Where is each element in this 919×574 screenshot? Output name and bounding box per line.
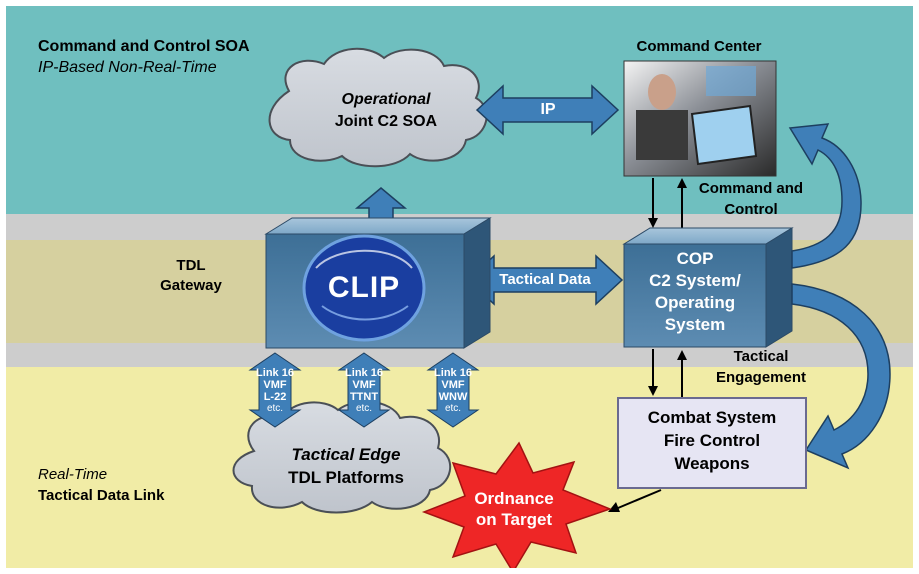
tactical-data-arrow-label: Tactical Data (499, 271, 591, 288)
link-1-line-4: etc. (266, 403, 284, 414)
cop-label-4: System (664, 315, 726, 334)
link-3-line-3: WNW (438, 391, 468, 403)
link-label-3: Link 16 VMF WNW etc. (428, 367, 478, 415)
tdl-gateway-label-1: TDL (176, 257, 206, 274)
link-2-line-3: TTNT (349, 391, 379, 403)
tdl-gateway-label-2: Gateway (160, 277, 222, 294)
cop-label-3: Operating (654, 293, 736, 312)
ordnance-starburst (421, 441, 613, 568)
c2-soa-title: Command and Control SOA (38, 38, 250, 55)
tactical-edge-label-2: TDL Platforms (288, 468, 404, 487)
link-arrow-1 (248, 352, 302, 428)
link-arrow-3 (426, 352, 480, 428)
command-control-label-2: Control (724, 201, 778, 218)
tactical-edge-cloud (232, 400, 452, 514)
command-control-label-1: Command and (698, 180, 804, 197)
c2-soa-subtitle: IP-Based Non-Real-Time (38, 59, 217, 76)
link-arrow-2 (337, 352, 391, 428)
combat-system-label-1: Combat System (647, 408, 777, 427)
tactical-data-double-arrow (466, 254, 624, 306)
operational-cloud-label-1: Operational (341, 91, 431, 108)
operational-cloud-label-2: Joint C2 SOA (334, 113, 438, 130)
tactical-data-link-label: Tactical Data Link (38, 487, 165, 504)
command-center-photo (623, 60, 777, 177)
tactical-engagement-label-1: Tactical (733, 348, 789, 365)
command-center-title: Command Center (636, 38, 762, 55)
link-2-line-1: Link 16 (345, 367, 383, 379)
cop-label-1: COP (676, 249, 714, 268)
ip-double-arrow (475, 84, 620, 136)
combat-system-label-3: Weapons (674, 454, 750, 473)
real-time-label: Real-Time (38, 466, 108, 483)
command-control-curved-arrow (788, 123, 862, 269)
cop-box (622, 227, 794, 348)
gateway-up-arrow (354, 187, 408, 221)
link-3-line-1: Link 16 (434, 367, 472, 379)
link-label-2: Link 16 VMF TTNT etc. (339, 367, 389, 415)
combat-system-box (617, 397, 807, 489)
combat-to-ordnance-arrow (608, 489, 662, 512)
clip-logo-text: CLIP (327, 271, 401, 304)
ip-arrow-label: IP (540, 101, 556, 118)
tactical-edge-label-1: Tactical Edge (291, 445, 401, 464)
link-1-line-3: L-22 (263, 391, 287, 403)
cop-label-2: C2 System/ (649, 271, 741, 290)
diagram-frame: Command and Control SOA IP-Based Non-Rea… (6, 6, 913, 568)
diagram-graphics (232, 47, 891, 568)
link-2-line-4: etc. (355, 403, 373, 414)
link-3-line-4: etc. (444, 403, 462, 414)
link-1-line-1: Link 16 (256, 367, 294, 379)
link-2-line-2: VMF (352, 379, 376, 391)
tactical-engagement-curved-arrow (791, 283, 891, 470)
ordnance-label-2: on Target (475, 510, 553, 529)
clip-logo (302, 234, 426, 342)
ordnance-label-1: Ordnance (474, 489, 554, 508)
photo-cop-arrows (648, 178, 687, 232)
link-1-line-2: VMF (263, 379, 287, 391)
combat-system-label-2: Fire Control (663, 431, 761, 450)
tactical-engagement-label-2: Engagement (715, 369, 806, 386)
link-label-1: Link 16 VMF L-22 etc. (250, 367, 300, 415)
cop-combat-arrows (648, 349, 687, 398)
link-3-line-2: VMF (441, 379, 465, 391)
operational-cloud (268, 47, 488, 168)
